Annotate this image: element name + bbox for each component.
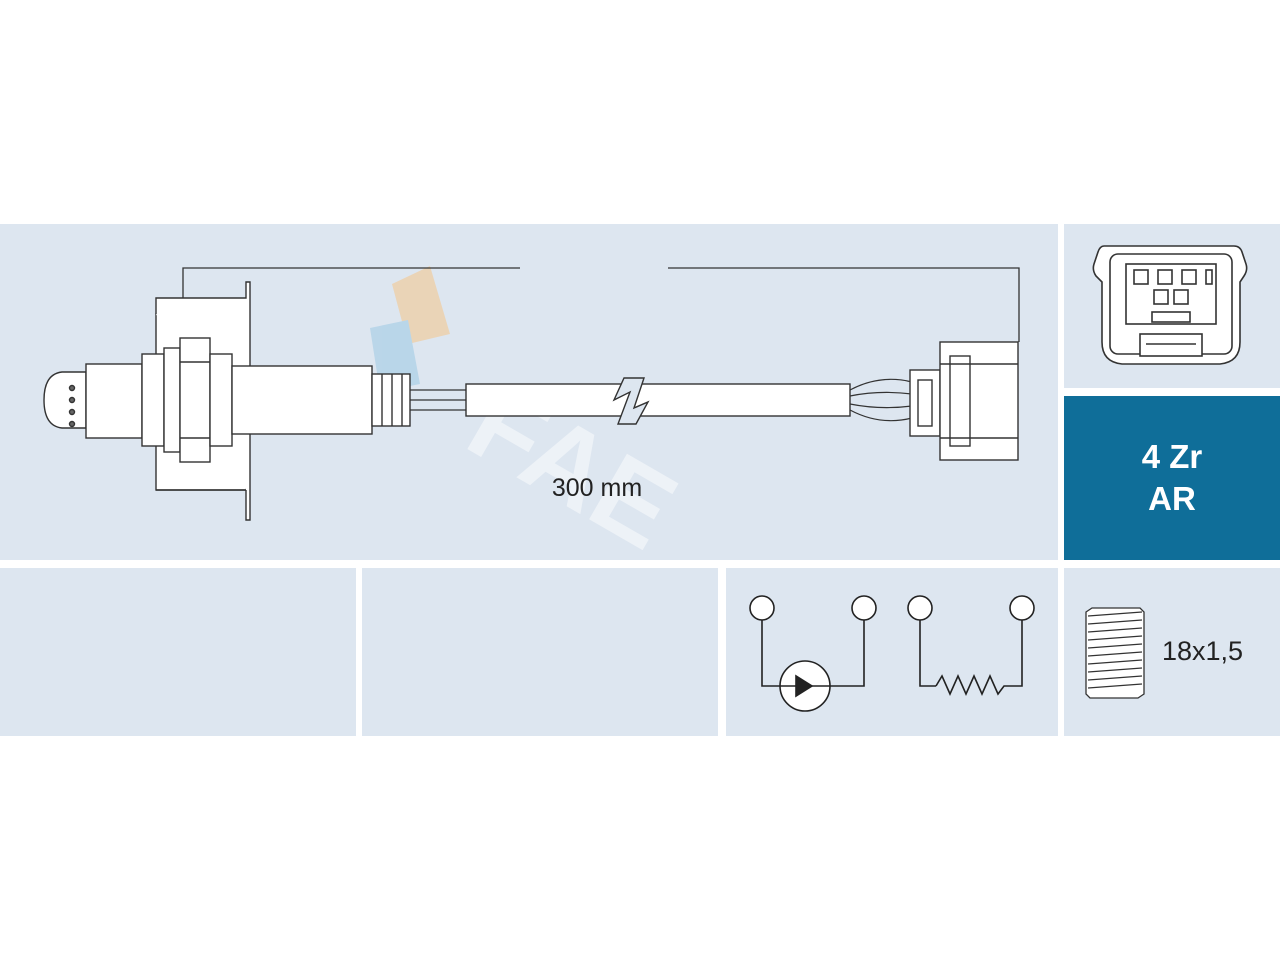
thread-icon [1085,607,1145,699]
connector-face-panel [1064,224,1280,388]
sensor-wires-left [410,389,466,411]
sensor-wires-right [849,378,913,422]
lambda-sensor-drawing: FAE [43,266,1020,573]
empty-panel-left [0,568,356,736]
spec-line-2: AR [1148,480,1196,517]
spec-line-1: 4 Zr [1141,438,1203,475]
sensor-thread-hex [141,337,233,463]
connector-face-icon [1092,245,1248,365]
sensor-cable [465,383,851,417]
empty-panel-middle [362,568,718,736]
wiring-schematic-panel [726,568,1058,736]
thread-spec-panel [1064,568,1280,736]
sensor-connector-plug [909,341,1019,461]
thread-size-label: 18x1,5 [1162,636,1244,666]
sensor-tip [43,363,143,439]
dimension-line [182,267,1020,342]
spec-badge: 4 Zr AR [1064,396,1280,560]
cable-length-label: 300 mm [551,474,643,502]
sensor-body [231,365,411,435]
fae-watermark-logo: FAE [370,266,696,573]
cable-break-mark [612,377,650,425]
wiring-schematic-icon [749,595,1035,712]
sensor-drawing-panel: FAE [0,224,1058,573]
